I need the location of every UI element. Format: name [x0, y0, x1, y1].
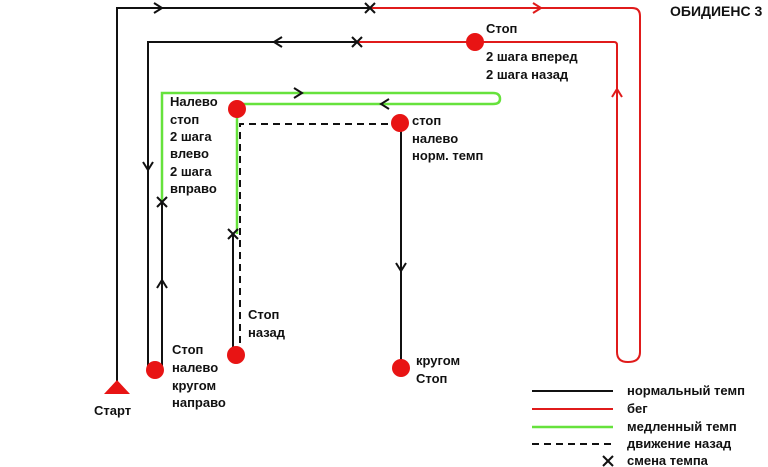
s6-line: кругом [416, 353, 460, 368]
legend-normal-label: нормальный темп [627, 383, 745, 398]
s2-line: вправо [170, 181, 217, 196]
arrow-up-icon [156, 278, 168, 289]
s6-line: Стоп [416, 371, 447, 386]
cross-icon [156, 196, 168, 208]
arrowheads-run [532, 2, 623, 98]
station-dot-s4 [227, 346, 245, 364]
s4-line: назад [248, 325, 286, 340]
arrow-right-icon [153, 2, 164, 14]
legend-run-label: бег [627, 401, 648, 416]
s5-line: налево [172, 360, 218, 375]
s2-line: 2 шага [170, 164, 212, 179]
arrow-left-icon [379, 98, 390, 110]
s2-line: влево [170, 146, 209, 161]
s3-line: стоп [412, 113, 441, 128]
s1-line: 2 шага вперед [486, 49, 578, 64]
arrowheads-slow [293, 87, 390, 110]
s2-line: Налево [170, 94, 218, 109]
s3-line: норм. темп [412, 148, 483, 163]
arrow-left-icon [272, 36, 283, 48]
arrow-right-icon [293, 87, 304, 99]
s1-line: Стоп [486, 21, 517, 36]
legend-cross-icon [602, 455, 614, 467]
path-backward [239, 123, 400, 355]
station-labels: Стоп 2 шага вперед 2 шага назад Налево с… [170, 21, 578, 410]
tempo-change-marks [156, 2, 376, 240]
s2-line: 2 шага [170, 129, 212, 144]
station-dot-s1 [466, 33, 484, 51]
station-dot-s6 [392, 359, 410, 377]
legend-back-label: движение назад [627, 436, 732, 451]
start-triangle-icon [104, 380, 130, 394]
s1-line: 2 шага назад [486, 67, 569, 82]
arrow-down-icon [142, 161, 154, 172]
path-slow [160, 91, 502, 234]
s3-line: налево [412, 131, 458, 146]
path-run-outer [358, 7, 641, 364]
arrow-right-icon [532, 2, 543, 14]
path-normal-return [147, 41, 358, 372]
station-dot-s5 [146, 361, 164, 379]
s5-line: направо [172, 395, 226, 410]
arrow-up-icon [611, 87, 623, 98]
cross-icon [351, 36, 363, 48]
s4-line: Стоп [248, 307, 279, 322]
legend: нормальный темп бег медленный темп движе… [532, 383, 745, 467]
station-dot-s2 [228, 100, 246, 118]
s5-line: кругом [172, 378, 216, 393]
station-dot-s3 [391, 114, 409, 132]
cross-icon [364, 2, 376, 14]
arrow-down-icon [395, 262, 407, 273]
legend-slow-label: медленный темп [627, 419, 737, 434]
start-label: Старт [94, 403, 131, 418]
legend-change-label: смена темпа [627, 453, 709, 467]
arrowheads [142, 2, 407, 289]
s2-line: стоп [170, 112, 199, 127]
diagram-title: ОБИДИЕНС 3 [670, 3, 762, 19]
s5-line: Стоп [172, 342, 203, 357]
station-markers [146, 33, 484, 379]
cross-icon [227, 228, 239, 240]
path-normal-outer [116, 7, 370, 385]
